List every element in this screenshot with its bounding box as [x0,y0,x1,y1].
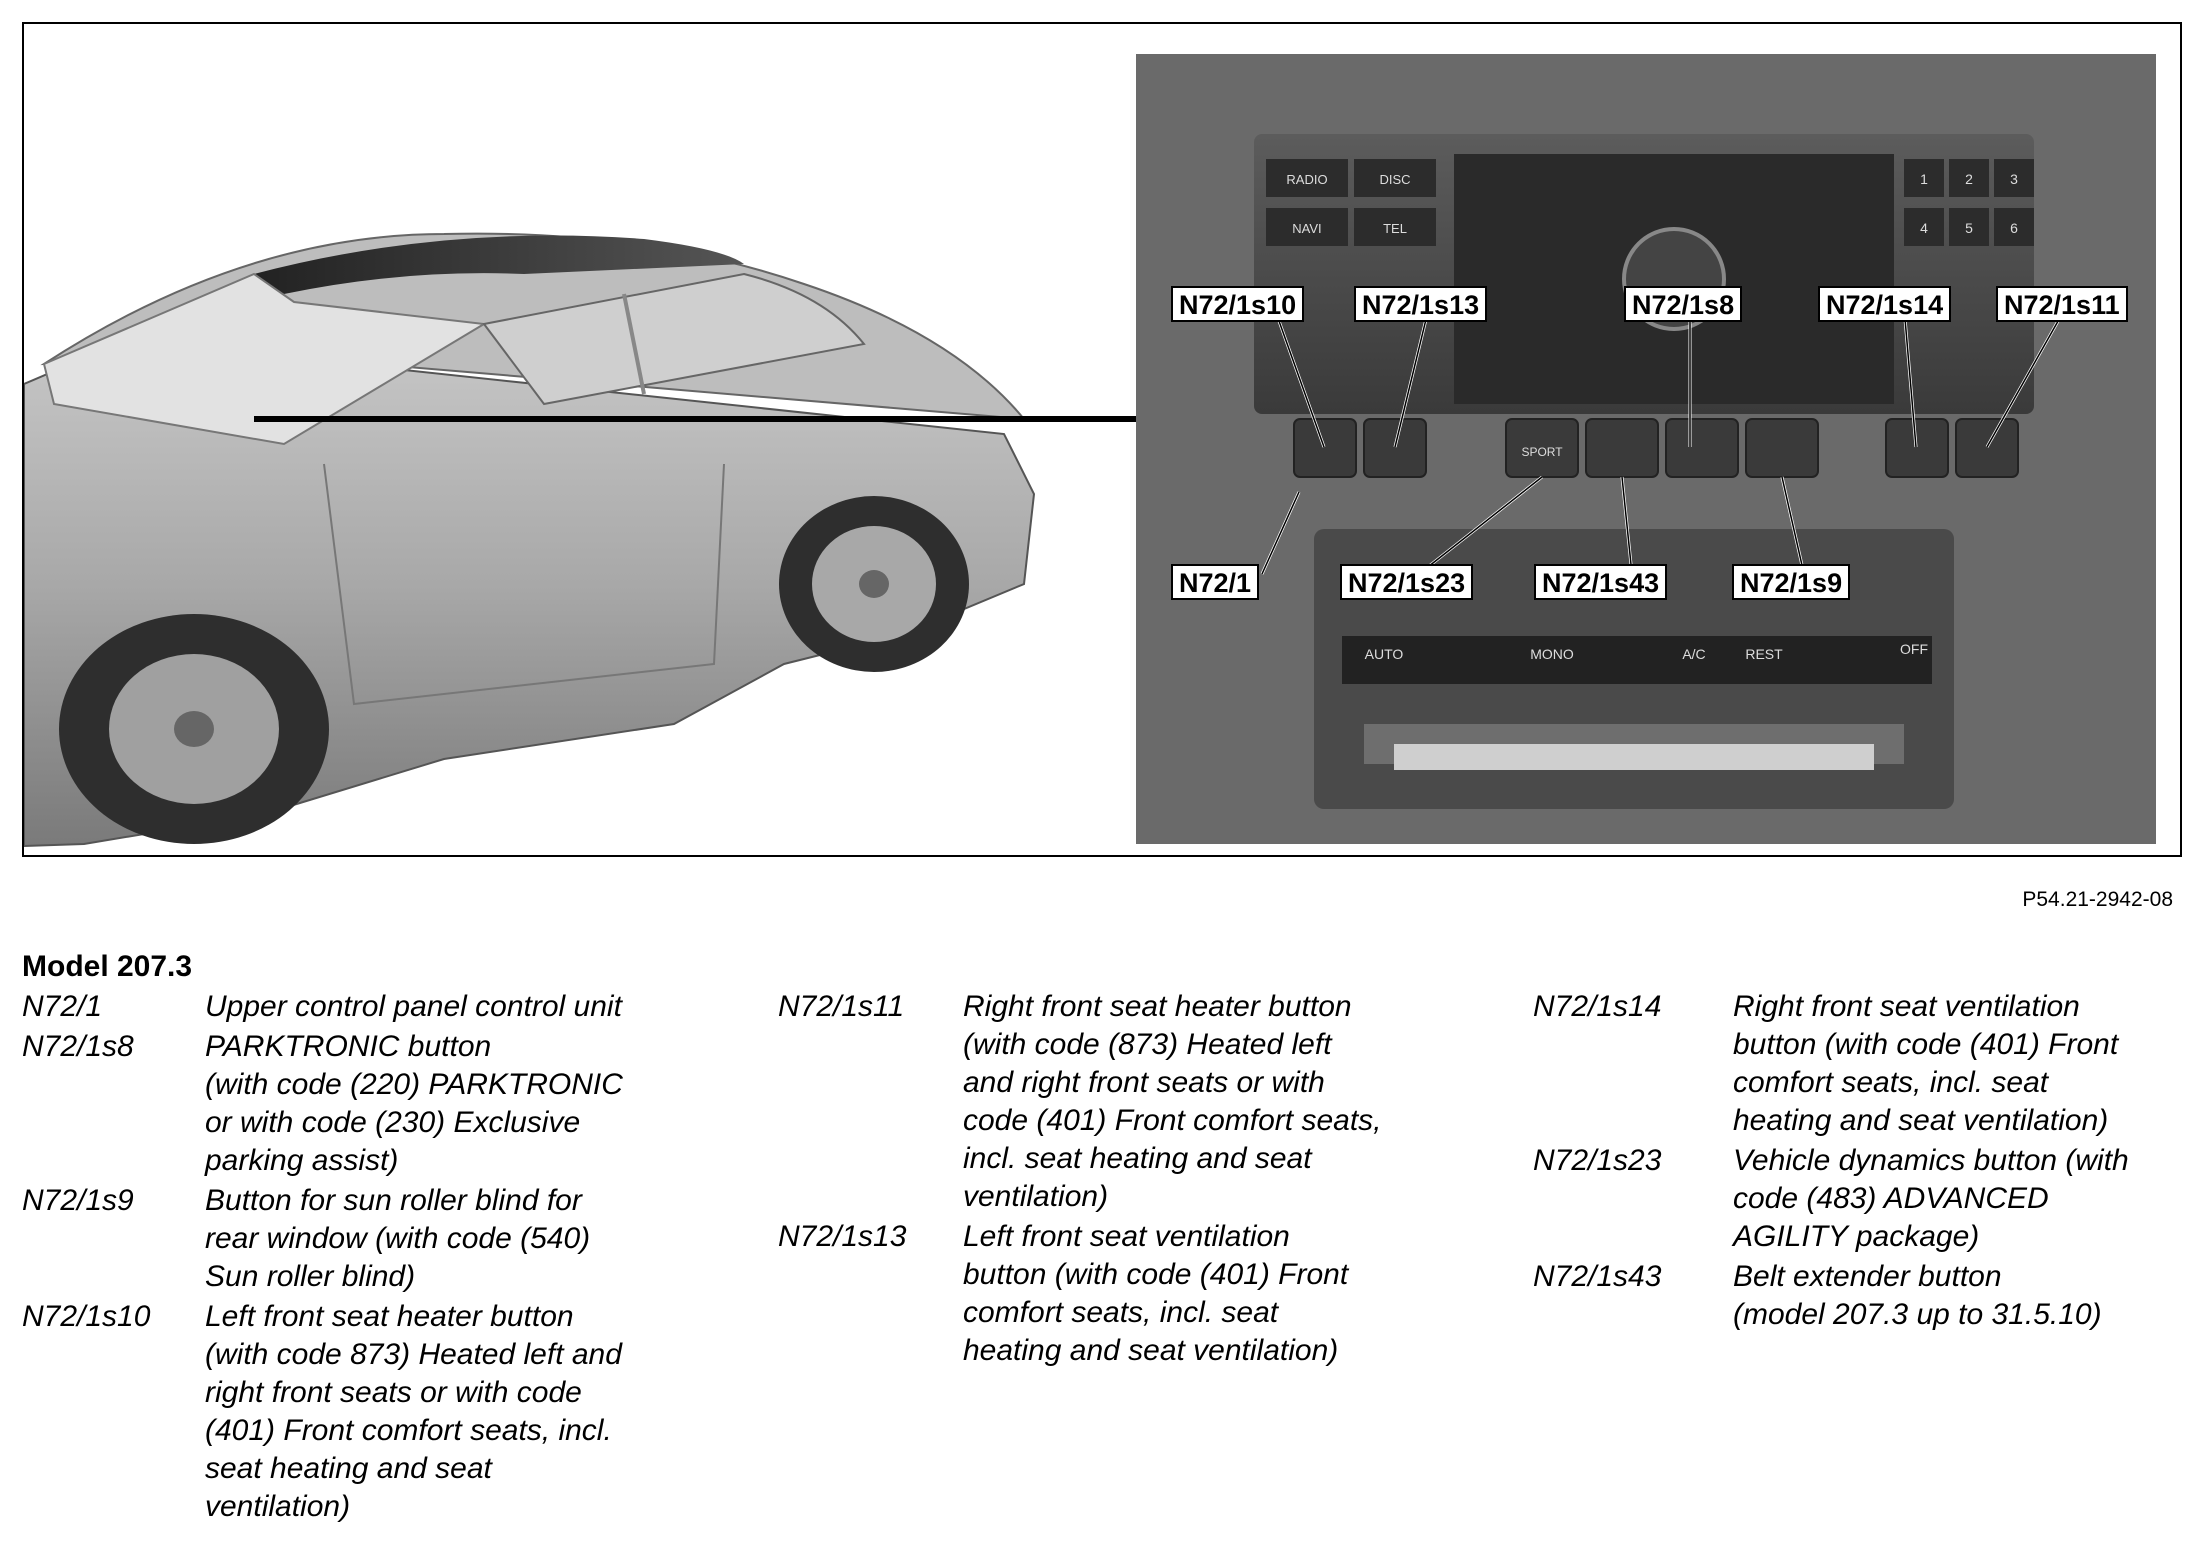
legend-description-line: heating and seat ventilation) [1733,1104,2109,1137]
legend-entry: N72/1s10 Left front seat heater button (wi… [22,1298,722,1526]
key-3-label: 3 [2010,171,2018,187]
legend-description-line: (with code (873) Heated left [963,1028,1332,1061]
callout-n72-1s9: N72/1s9 [1732,564,1851,600]
sport-key-label: SPORT [1521,445,1563,459]
legend-code: N72/1 [22,990,103,1023]
legend-description: Belt extender button (model 207.3 up to 3… [1733,1258,2193,1334]
auto-key-label: AUTO [1365,646,1404,662]
key-1-label: 1 [1920,171,1928,187]
legend-description-line: and right front seats or with [963,1066,1325,1099]
legend-description-line: Right front seat ventilation [1733,990,2080,1023]
legend-code: N72/1s13 [778,1220,907,1253]
legend-code: N72/1s8 [22,1030,134,1063]
figure-reference: P54.21-2942-08 [2022,888,2173,911]
callout-n72-1s43: N72/1s43 [1534,564,1668,600]
legend-description-line: Button for sun roller blind for [205,1184,582,1217]
legend-description-line: heating and seat ventilation) [963,1334,1339,1367]
legend-description-line: right front seats or with code [205,1376,582,1409]
car-illustration [24,232,1136,848]
disc-key-label: DISC [1379,172,1410,187]
callout-n72-1s10: N72/1s10 [1171,286,1305,322]
legend-entry: N72/1s13 Left front seat ventilation butto… [778,1218,1478,1370]
legend-description-line: (with code 873) Heated left and [205,1338,622,1371]
key-6-label: 6 [2010,220,2018,236]
figure-frame: RADIO DISC NAVI TEL 1 2 3 4 5 6 [22,22,2182,857]
legend-description-line: or with code (230) Exclusive [205,1106,581,1139]
legend-entry: N72/1s14 Right front seat ventilation butt… [1533,988,2193,1140]
legend-description-line: Left front seat heater button [205,1300,574,1333]
legend-entry: N72/1s23 Vehicle dynamics button (with cod… [1533,1142,2193,1256]
illustration: RADIO DISC NAVI TEL 1 2 3 4 5 6 [24,54,2156,848]
legend-description-line: button (with code (401) Front [1733,1028,2119,1061]
legend-description: Vehicle dynamics button (with code (483) … [1733,1142,2193,1256]
legend-description-line: ventilation) [963,1180,1109,1213]
legend-description-line: ventilation) [205,1490,351,1523]
key-2-label: 2 [1965,171,1973,187]
legend-description-line: incl. seat heating and seat [963,1142,1312,1175]
legend-code: N72/1s10 [22,1300,151,1333]
legend-description-line: Sun roller blind) [205,1260,416,1293]
legend-code: N72/1s23 [1533,1144,1662,1177]
legend-description-line: Upper control panel control unit [205,990,622,1023]
legend-description: Right front seat heater button (with code… [963,988,1478,1216]
legend-description-line: rear window (with code (540) [205,1222,591,1255]
legend-entry: N72/1 Upper control panel control unit [22,988,722,1026]
legend-description-line: (model 207.3 up to 31.5.10) [1733,1298,2102,1331]
legend-description-line: code (401) Front comfort seats, [963,1104,1382,1137]
key-5-label: 5 [1965,220,1973,236]
mono-key-label: MONO [1530,646,1574,662]
legend-description-line: AGILITY package) [1733,1220,1980,1253]
legend-description: Left front seat ventilation button (with … [963,1218,1478,1370]
callout-n72-1s23: N72/1s23 [1340,564,1474,600]
callout-n72-1s13: N72/1s13 [1354,286,1488,322]
ac-key-label: A/C [1682,646,1705,662]
callout-n72-1s11: N72/1s11 [1996,286,2128,322]
navi-key-label: NAVI [1292,221,1321,236]
legend-description-line: code (483) ADVANCED [1733,1182,2049,1215]
legend-description: Button for sun roller blind for rear wind… [205,1182,722,1296]
legend-entry: N72/1s43 Belt extender button (model 207.3… [1533,1258,2193,1334]
callout-n72-1s14: N72/1s14 [1818,286,1952,322]
legend-description-line: seat heating and seat [205,1452,492,1485]
rest-key-label: REST [1745,646,1783,662]
control-panel-photo: RADIO DISC NAVI TEL 1 2 3 4 5 6 [1136,54,2156,844]
legend-entry: N72/1s11 Right front seat heater button (w… [778,988,1478,1216]
callout-n72-1: N72/1 [1171,564,1260,600]
key-4-label: 4 [1920,220,1928,236]
legend-description-line: PARKTRONIC button [205,1030,492,1063]
legend-description-line: Vehicle dynamics button (with [1733,1144,2129,1177]
legend-entry: N72/1s9 Button for sun roller blind for re… [22,1182,722,1296]
legend-description: PARKTRONIC button (with code (220) PARKTR… [205,1028,722,1180]
legend-description: Left front seat heater button (with code … [205,1298,722,1526]
legend-description-line: button (with code (401) Front [963,1258,1349,1291]
legend-description: Right front seat ventilation button (with… [1733,988,2193,1140]
legend-description-line: Right front seat heater button [963,990,1352,1023]
legend-description-line: comfort seats, incl. seat [1733,1066,2049,1099]
legend-column-2: N72/1s11 Right front seat heater button (w… [778,988,1478,1372]
legend-code: N72/1s43 [1533,1260,1662,1293]
legend-description-line: parking assist) [205,1144,399,1177]
legend-description-line: (401) Front comfort seats, incl. [205,1414,612,1447]
legend-description-line: Left front seat ventilation [963,1220,1290,1253]
callout-n72-1s8: N72/1s8 [1624,286,1743,322]
tel-key-label: TEL [1383,221,1407,236]
model-title: Model 207.3 [22,950,193,983]
legend-description-line: Belt extender button [1733,1260,2002,1293]
legend-code: N72/1s11 [778,990,905,1023]
radio-key-label: RADIO [1286,172,1327,187]
legend-column-3: N72/1s14 Right front seat ventilation butt… [1533,988,2193,1336]
legend-description: Upper control panel control unit [205,988,722,1026]
legend-description-line: comfort seats, incl. seat [963,1296,1279,1329]
legend-description-line: (with code (220) PARKTRONIC [205,1068,623,1101]
off-key-label: OFF [1900,641,1928,657]
legend-code: N72/1s14 [1533,990,1662,1023]
legend-code: N72/1s9 [22,1184,134,1217]
legend-entry: N72/1s8 PARKTRONIC button (with code (220)… [22,1028,722,1180]
